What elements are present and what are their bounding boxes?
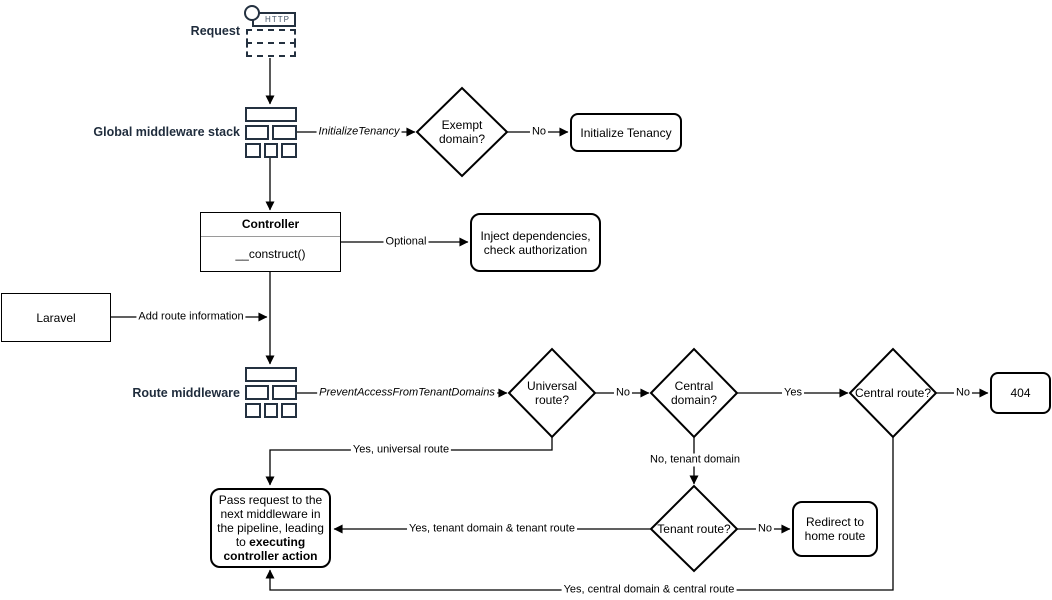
controller-construct-method: __construct() bbox=[235, 247, 306, 261]
not-found-404-node: 404 bbox=[990, 372, 1051, 414]
tenant-route-label: Tenant route? bbox=[657, 522, 731, 536]
http-request-icon: HTTP bbox=[252, 12, 296, 27]
http-request-circle-icon bbox=[244, 5, 260, 21]
edge-label-yes-tenant-route: Yes, tenant domain & tenant route bbox=[407, 522, 577, 536]
pass-request-normal-text: Pass request to the next middleware in t… bbox=[217, 493, 324, 549]
edge-label-yes-central-domain: Yes bbox=[782, 386, 804, 400]
edge-label-yes-central-route: Yes, central domain & central route bbox=[561, 583, 737, 597]
edge-label-optional: Optional bbox=[383, 235, 429, 249]
stack-cell-icon bbox=[281, 403, 297, 418]
edge-label-no-central-route: No bbox=[953, 386, 973, 400]
diamond-central-route bbox=[848, 347, 938, 439]
diamond-exempt-domain bbox=[415, 86, 509, 178]
stack-cell-icon bbox=[272, 385, 297, 400]
laravel-node: Laravel bbox=[1, 293, 111, 342]
inject-dependencies-node: Inject dependencies, check authorization bbox=[470, 213, 601, 272]
controller-title: Controller bbox=[241, 217, 300, 231]
stack-cell-icon bbox=[245, 385, 269, 400]
edge-label-no-tenant-route: No bbox=[755, 522, 775, 536]
route-middleware-stack-icon bbox=[245, 367, 297, 421]
request-label: Request bbox=[190, 24, 240, 38]
stack-cell-icon bbox=[245, 125, 269, 140]
edge-label-yes-universal-route: Yes, universal route bbox=[350, 443, 452, 457]
controller-node: Controller __construct() bbox=[200, 212, 341, 272]
edge-label-prevent-access: PreventAccessFromTenantDomains bbox=[317, 386, 497, 400]
stack-cell-icon bbox=[245, 403, 261, 418]
edge-label-no-exempt: No bbox=[529, 125, 549, 139]
stack-cell-icon bbox=[263, 403, 279, 418]
initialize-tenancy-node: Initialize Tenancy bbox=[570, 113, 682, 152]
diamond-tenant-route bbox=[649, 484, 739, 573]
route-middleware-label: Route middleware bbox=[132, 386, 240, 400]
exempt-domain-label: Exempt domain? bbox=[438, 118, 486, 146]
stack-cell-icon bbox=[263, 143, 279, 158]
pass-request-node: Pass request to the next middleware in t… bbox=[210, 488, 331, 568]
stack-cell-icon bbox=[281, 143, 297, 158]
redirect-home-route-node: Redirect to home route bbox=[792, 501, 878, 557]
central-domain-label: Central domain? bbox=[670, 379, 718, 407]
edge-label-initialize-tenancy: InitializeTenancy bbox=[316, 125, 402, 139]
diamond-central-domain bbox=[649, 347, 739, 439]
global-middleware-stack-label: Global middleware stack bbox=[93, 125, 240, 139]
diamond-universal-route bbox=[507, 347, 597, 439]
pass-request-bold-text: executing controller action bbox=[223, 535, 318, 563]
universal-route-label: Universal route? bbox=[526, 379, 577, 407]
edge-label-no-universal: No bbox=[613, 386, 633, 400]
stack-bar-icon bbox=[245, 367, 297, 382]
stack-cell-icon bbox=[245, 143, 261, 158]
stack-bar-icon bbox=[245, 107, 297, 122]
pass-request-text: Pass request to the next middleware in t… bbox=[216, 493, 325, 563]
global-middleware-stack-icon bbox=[245, 107, 297, 161]
edge-label-add-route-information: Add route information bbox=[136, 310, 246, 324]
central-route-label: Central route? bbox=[854, 386, 932, 400]
stack-cell-icon bbox=[272, 125, 297, 140]
edge-label-no-tenant-domain: No, tenant domain bbox=[648, 453, 742, 467]
controller-divider bbox=[201, 236, 340, 237]
request-body-dashed-icon bbox=[246, 42, 296, 57]
